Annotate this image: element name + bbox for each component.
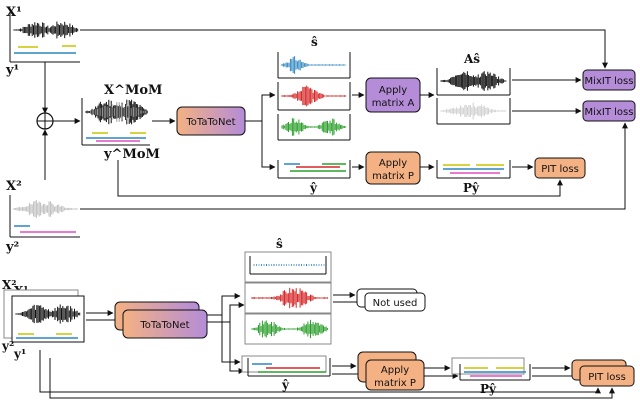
s-hat-bottom-waveforms: [251, 264, 328, 339]
a-s-hat-waveforms: [440, 71, 507, 120]
svg-text:PIT loss: PIT loss: [588, 372, 626, 383]
y-hat-bottom-label: ŷ: [281, 378, 290, 392]
y1-label: y¹: [5, 63, 19, 78]
svg-text:Not used: Not used: [373, 298, 418, 309]
s-hat-top-label: ŝ: [311, 35, 318, 49]
svg-text:ToTaToNet: ToTaToNet: [139, 320, 189, 331]
mixit-loss-1-box: MixIT loss: [582, 69, 636, 91]
p-y-hat-bottom-label: Pŷ: [480, 382, 497, 396]
pit-loss-bottom-stack: PIT loss: [571, 359, 635, 387]
svg-text:MixIT loss: MixIT loss: [585, 76, 634, 87]
x1-waveform: [13, 21, 79, 39]
totatonet-bottom-stack: ToTaToNet: [114, 301, 208, 339]
apply-matrix-p-bottom-stack: Apply matrix P: [357, 351, 425, 391]
svg-text:matrix A: matrix A: [372, 98, 415, 109]
s-hat-top-frames: [277, 52, 351, 141]
net-to-yhat-bottom-arrow-1: [221, 315, 241, 365]
y2-activity-bars: [14, 225, 76, 233]
x2-bottom-label: X²: [2, 278, 17, 292]
net-to-yhat-arrow: [261, 121, 276, 170]
xmom-label: X^MoM: [104, 83, 162, 98]
x1-bottom-waveform: [15, 304, 81, 324]
apply-matrix-p-top-box: Apply matrix P: [365, 151, 421, 185]
ymom-label: y^MoM: [103, 147, 160, 162]
x2-frame: [9, 195, 80, 238]
apply-matrix-a-box: Apply matrix A: [365, 77, 421, 113]
a-s-hat-frames: [436, 68, 511, 125]
x1-label: X¹: [6, 5, 22, 20]
net-to-sources-bottom-arrow-1: [207, 293, 241, 316]
s-hat-top-waveforms: [281, 56, 347, 136]
y-hat-bottom-bars: [241, 355, 331, 377]
bottom-diagram: X² X¹ y² y¹ ToTaToNet ŝ: [1, 237, 635, 399]
net-to-yhat-bottom-arrow-2: [229, 322, 245, 374]
mixit-loss-2-box: MixIT loss: [582, 100, 636, 122]
y-bottom-activity-bars: [16, 333, 78, 339]
net-to-sources-arrow: [245, 92, 276, 122]
p-y-hat-top-bars: [436, 160, 511, 179]
svg-text:matrix P: matrix P: [374, 378, 416, 389]
y-to-pit-bottom-arrow-2: [49, 358, 615, 399]
xmom-waveform: [85, 99, 148, 125]
x2-waveform: [13, 200, 78, 218]
p-y-hat-top-label: Pŷ: [463, 181, 480, 195]
top-diagram: X¹ y¹ X^MoM: [5, 5, 636, 255]
svg-text:matrix P: matrix P: [372, 171, 414, 182]
y1-bottom-label: y¹: [13, 347, 26, 361]
sum-node: [36, 112, 54, 130]
y2-bottom-label: y²: [1, 339, 14, 353]
y-hat-top-label: ŷ: [309, 181, 318, 195]
x2-to-mixit-arrow: [80, 122, 628, 210]
xmom-frame: [81, 98, 150, 146]
pit-loss-top-box: PIT loss: [534, 157, 586, 179]
svg-text:ToTaToNet: ToTaToNet: [185, 117, 235, 128]
s-hat-bottom-label: ŝ: [276, 237, 283, 251]
svg-text:PIT loss: PIT loss: [541, 164, 579, 175]
totatonet-top-box: ToTaToNet: [176, 106, 246, 136]
y1-activity-bars: [14, 45, 76, 54]
ymom-activity-bars: [86, 132, 146, 142]
y-to-pit-bottom-arrow-1: [39, 350, 601, 394]
y2-label: y²: [5, 240, 19, 255]
ymom-to-pit-arrow: [117, 160, 563, 197]
a-s-hat-label: Aŝ: [463, 52, 480, 66]
net-to-sources-bottom-arrow-2: [207, 302, 245, 323]
svg-text:MixIT loss: MixIT loss: [585, 107, 634, 118]
not-used-box: Not used: [356, 288, 426, 312]
x1-to-mixit-arrow: [80, 29, 608, 69]
svg-text:Apply: Apply: [379, 158, 407, 169]
y-hat-top-bars: [277, 160, 351, 179]
x2-label: X²: [6, 179, 22, 194]
p-y-hat-bottom-bars: [451, 357, 531, 381]
svg-text:Apply: Apply: [381, 365, 409, 376]
svg-text:Apply: Apply: [379, 85, 407, 96]
